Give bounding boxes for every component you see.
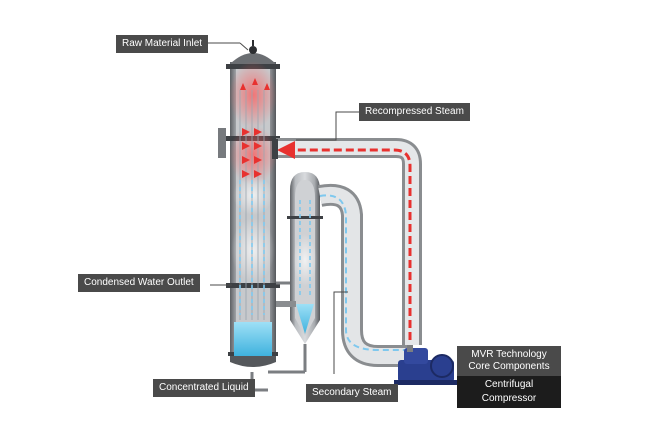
mvr-line2: Core Components <box>468 361 550 372</box>
recompressed-steam-pipe <box>272 138 422 345</box>
steam-arrows <box>240 78 270 178</box>
secondary-steam-label: Secondary Steam <box>306 384 398 402</box>
leader-lines <box>204 42 360 388</box>
centrifugal-compressor-label: Centrifugal Compressor <box>457 376 561 408</box>
mvr-core-components-label: MVR Technology Core Components <box>457 346 561 376</box>
concentrated-liquid-label: Concentrated Liquid <box>153 379 255 397</box>
centrifugal-compressor <box>394 345 458 385</box>
recompressed-steam-label: Recompressed Steam <box>359 103 470 121</box>
separator-vessel <box>268 172 323 374</box>
secondary-steam-pipe <box>317 183 412 367</box>
raw-material-inlet-label: Raw Material Inlet <box>116 35 209 53</box>
condensed-water-outlet-label: Condensed Water Outlet <box>78 274 200 292</box>
evaporator-column <box>218 40 296 392</box>
mvr-line1: MVR Technology <box>471 349 547 360</box>
